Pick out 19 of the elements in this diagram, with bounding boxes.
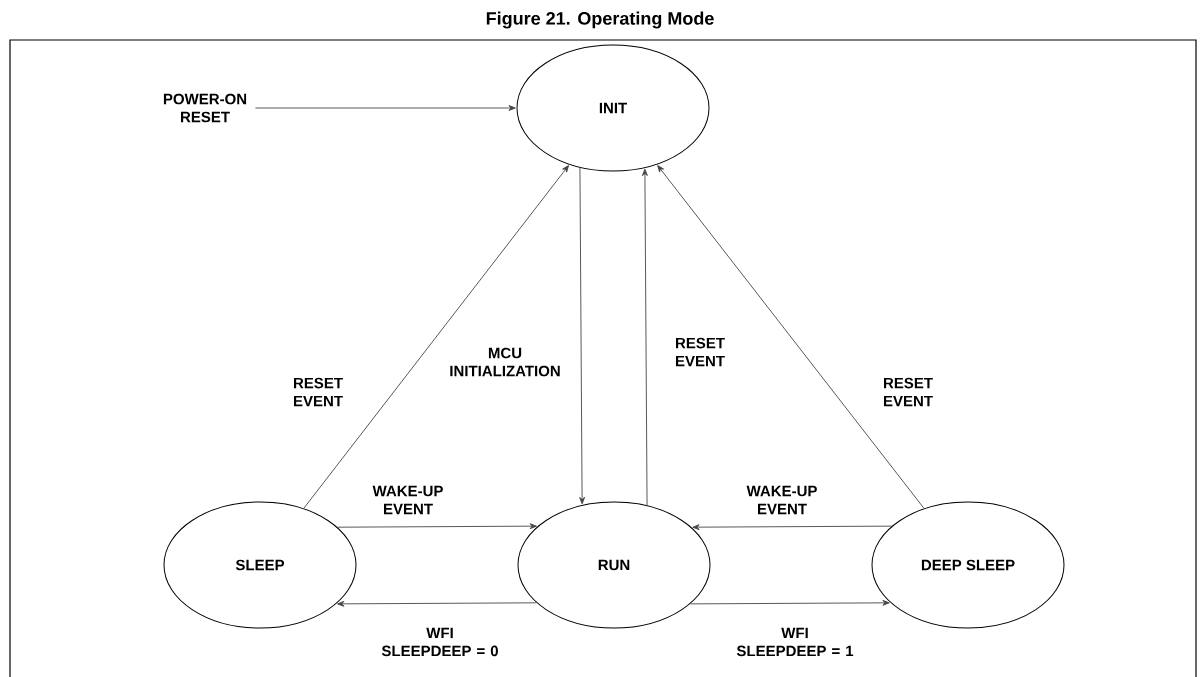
- edge-label: WAKE-UP EVENT: [746, 485, 817, 515]
- edge-label: RESET EVENT: [294, 377, 343, 407]
- arrow: [692, 524, 893, 531]
- arrow: [337, 523, 537, 530]
- edge-label: WFI SLEEPDEEP = 1: [736, 627, 854, 657]
- edge-label: WFI SLEEPDEEP = 0: [381, 627, 498, 657]
- trigger-label: POWER-ON RESET: [163, 93, 247, 123]
- arrow: [642, 168, 648, 506]
- edge-label: WAKE-UP EVENT: [372, 485, 443, 515]
- edge-label: MCU INITIALIZATION: [450, 347, 560, 377]
- figure-title: Figure 21. Operating Mode: [486, 11, 714, 29]
- arrow: [337, 600, 537, 607]
- arrow: [303, 165, 569, 509]
- arrow: [579, 167, 586, 505]
- edge-label: RESET EVENT: [676, 337, 725, 367]
- arrow: [254, 105, 516, 111]
- arrow: [657, 165, 925, 509]
- arrow: [689, 599, 890, 606]
- edge-label: RESET EVENT: [884, 377, 933, 407]
